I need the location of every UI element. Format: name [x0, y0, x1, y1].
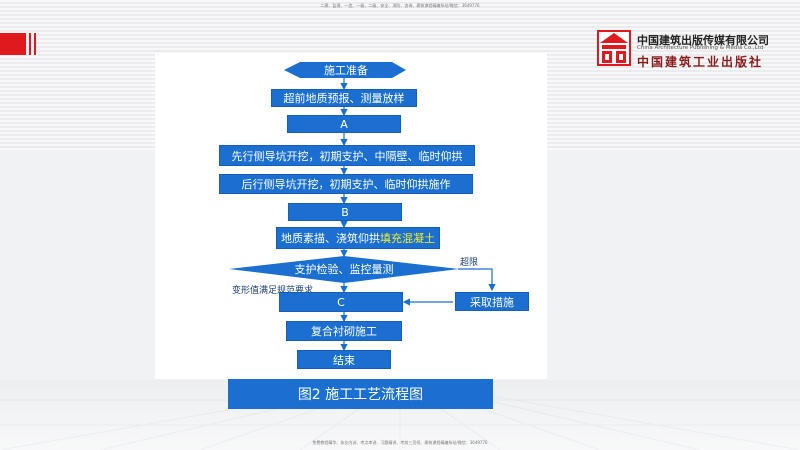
exceed-label: 超限 — [460, 258, 479, 268]
decision-label: 支护检验、监控量测 — [294, 263, 394, 276]
publisher-english-name: China Architecture Publishing & Media Co… — [637, 45, 764, 51]
red-accent-stripe — [29, 33, 31, 55]
step-invert-label: 地质素描、浇筑仰拱 — [281, 232, 380, 245]
step-measures: 采取措施 — [455, 292, 529, 311]
figure-caption: 图2 施工工艺流程图 — [228, 379, 493, 409]
ok-label: 变形值满足规范要求 — [232, 286, 314, 296]
step-invert-highlight: 填充混凝土 — [380, 232, 435, 245]
publisher-logo-icon — [597, 30, 631, 66]
decision-diamond — [229, 256, 459, 283]
publisher-name: 中国建筑出版传媒有限公司 — [637, 34, 769, 47]
red-accent-bar — [0, 33, 26, 55]
step-a: A — [287, 115, 401, 133]
step-end: 结束 — [297, 350, 391, 369]
step-b: B — [288, 203, 402, 221]
publisher-script-name: 中国建筑工业出版社 — [637, 55, 764, 69]
step-survey: 超前地质预报、测量放样 — [271, 89, 417, 107]
arrow-decision-measure — [458, 268, 496, 292]
red-accent-stripe — [34, 33, 36, 55]
step-invert: 地质素描、浇筑仰拱填充混凝土 — [276, 227, 440, 249]
bottom-caption: 免费教程精华、执业内训、考点串讲、习题精讲、考前三页纸、建筑课程精编系站/微信：… — [312, 440, 488, 445]
start-node-label: 施工准备 — [324, 64, 368, 77]
top-caption: 二建、监理、一造、一级、二级、安全、消防、咨询、建筑课程精编系站/微信：3649… — [320, 3, 480, 8]
step-lining: 复合衬砌施工 — [286, 321, 402, 341]
start-hexagon — [284, 62, 406, 78]
step-c: C — [279, 292, 403, 312]
step-second-drift: 后行侧导坑开挖，初期支护、临时仰拱施作 — [219, 174, 473, 194]
step-first-drift: 先行侧导坑开挖，初期支护、中隔壁、临时仰拱 — [219, 145, 475, 166]
